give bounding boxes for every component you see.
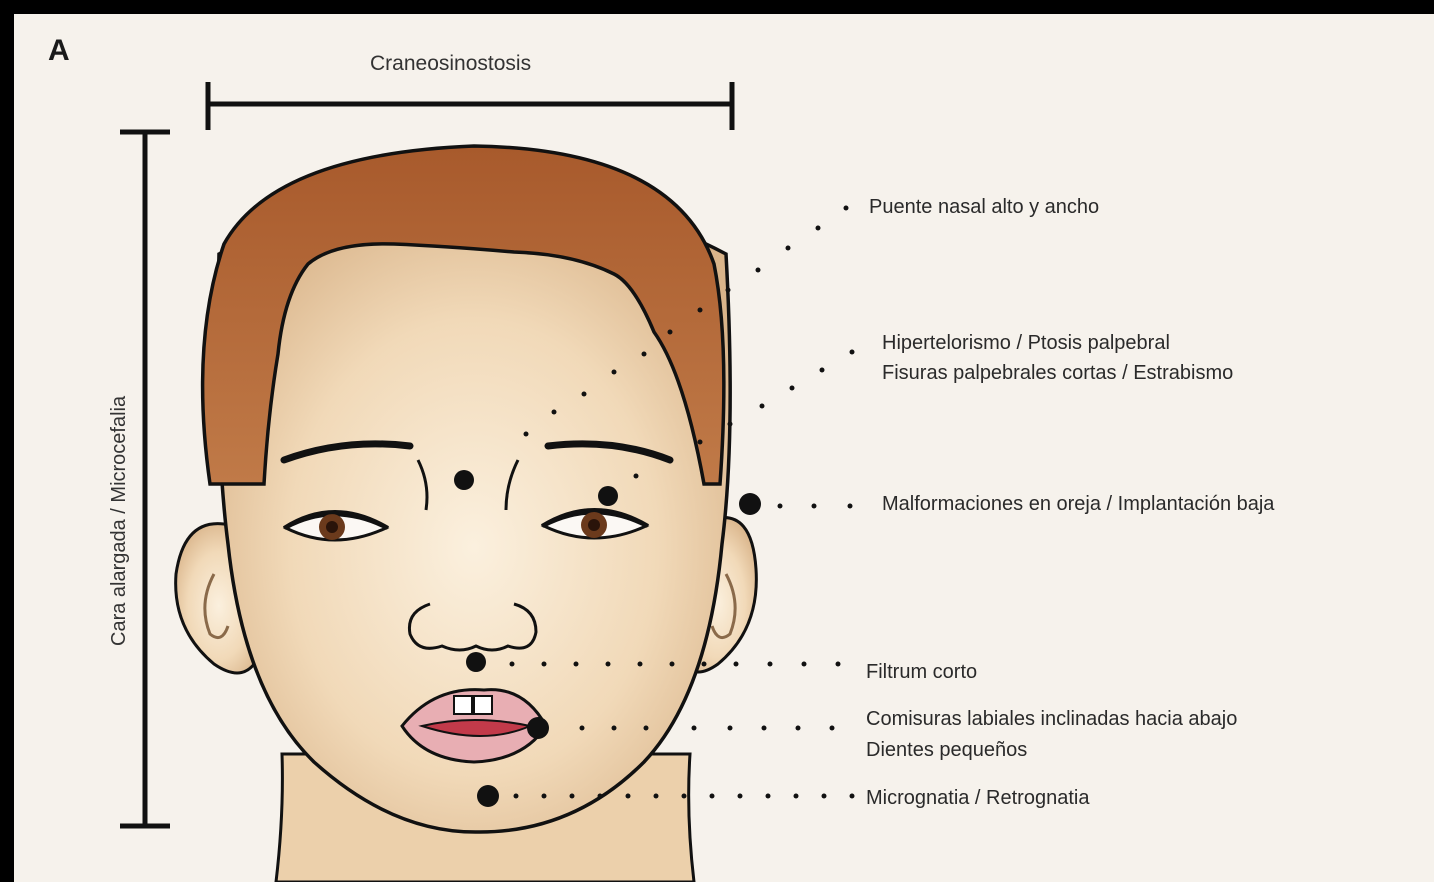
craniosynostosis-bracket (206, 82, 734, 130)
face-length-label: Cara alargada / Microcefalia (108, 396, 131, 646)
panel-letter: A (48, 34, 70, 68)
mouth-label-line2: Dientes pequeños (866, 735, 1027, 765)
eyes-label-line2: Fisuras palpebrales cortas / Estrabismo (882, 358, 1233, 388)
mouth-label-line1: Comisuras labiales inclinadas hacia abaj… (866, 704, 1237, 734)
ears-label: Malformaciones en oreja / Implantación b… (882, 489, 1274, 519)
nasal-bridge-label: Puente nasal alto y ancho (869, 192, 1099, 222)
eyes-label-line1: Hipertelorismo / Ptosis palpebral (882, 328, 1170, 358)
philtrum-label: Filtrum corto (866, 657, 977, 687)
figure-panel: A Craneosinostosis Cara alargada / Micro… (14, 14, 1434, 882)
chin-label: Micrognatia / Retrognatia (866, 783, 1089, 813)
craniosynostosis-label: Craneosinostosis (370, 52, 531, 76)
face-illustration (14, 14, 1434, 882)
ears-leader (739, 493, 853, 515)
